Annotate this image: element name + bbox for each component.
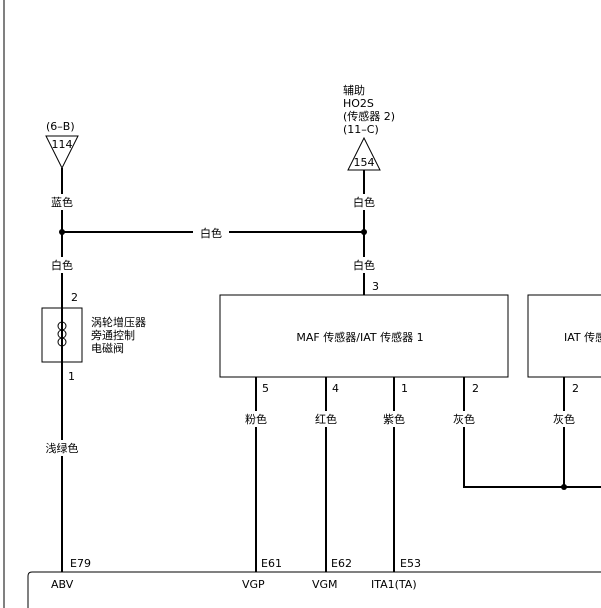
ecm-terminal-ita1: ITA1(TA): [371, 578, 417, 591]
ecm-terminal-e79: E79: [70, 557, 91, 570]
maf-pin-2: 2: [472, 382, 479, 395]
ho2s-label-line1: 辅助: [343, 83, 365, 97]
ecm-terminal-e61: E61: [261, 557, 282, 570]
wire-color-pink: 粉色: [245, 412, 267, 426]
ho2s-label-line4: (11–C): [343, 123, 379, 136]
ecm-terminal-e53: E53: [400, 557, 421, 570]
solenoid-coil-icon: [57, 321, 67, 347]
ecm-outline: [27, 571, 601, 608]
iat2-sensor-box: [527, 294, 601, 378]
right-connector-pin: 154: [354, 156, 375, 169]
solenoid-label-line3: 电磁阀: [91, 341, 124, 355]
iat2-sensor-label: IAT 传感器 2: [564, 331, 601, 344]
maf-iat-sensor-label: MAF 传感器/IAT 传感器 1: [296, 331, 423, 344]
left-connector-pin: 114: [52, 138, 73, 151]
wire-color-purple: 紫色: [383, 412, 405, 426]
ecm-terminal-e62: E62: [331, 557, 352, 570]
wire-color-white-top: 白色: [353, 195, 375, 209]
solenoid-pin-bottom: 1: [68, 370, 75, 383]
wire-color-blue: 蓝色: [51, 195, 73, 209]
ho2s-label-line3: (传感器 2): [343, 110, 395, 123]
ecm-terminal-vgm: VGM: [312, 578, 338, 591]
maf-iat-sensor-box: [219, 294, 509, 378]
maf-pin-top: 3: [372, 280, 379, 293]
wire-maf-ground: [463, 377, 601, 488]
wire-color-gray-2: 灰色: [553, 412, 575, 426]
ecm-terminal-vgp: VGP: [242, 578, 265, 591]
left-connector-ref: (6–B): [46, 120, 75, 133]
iat2-pin-2: 2: [572, 382, 579, 395]
ecm-terminal-abv: ABV: [51, 578, 74, 591]
iat2-clip: IAT 传感器 2: [527, 294, 601, 378]
maf-pin-1: 1: [401, 382, 408, 395]
wire-color-red: 红色: [315, 412, 337, 426]
solenoid-label-line1: 涡轮增压器: [91, 315, 146, 329]
wire-color-white-mid: 白色: [200, 226, 222, 240]
wire-color-white-right: 白色: [353, 258, 375, 272]
solenoid-pin-top: 2: [71, 291, 78, 304]
maf-pin-5: 5: [262, 382, 269, 395]
splice-dot-ground: [561, 484, 567, 490]
splice-dot-right: [361, 229, 367, 235]
solenoid-label-line2: 旁通控制: [91, 328, 135, 342]
wire-color-white-left: 白色: [51, 258, 73, 272]
maf-pin-4: 4: [332, 382, 339, 395]
wire-color-gray-1: 灰色: [453, 412, 475, 426]
ho2s-label-line2: HO2S: [343, 97, 374, 110]
left-connector-triangle: [45, 135, 79, 170]
splice-dot-left: [59, 229, 65, 235]
wire-color-light-green: 浅绿色: [46, 441, 79, 455]
